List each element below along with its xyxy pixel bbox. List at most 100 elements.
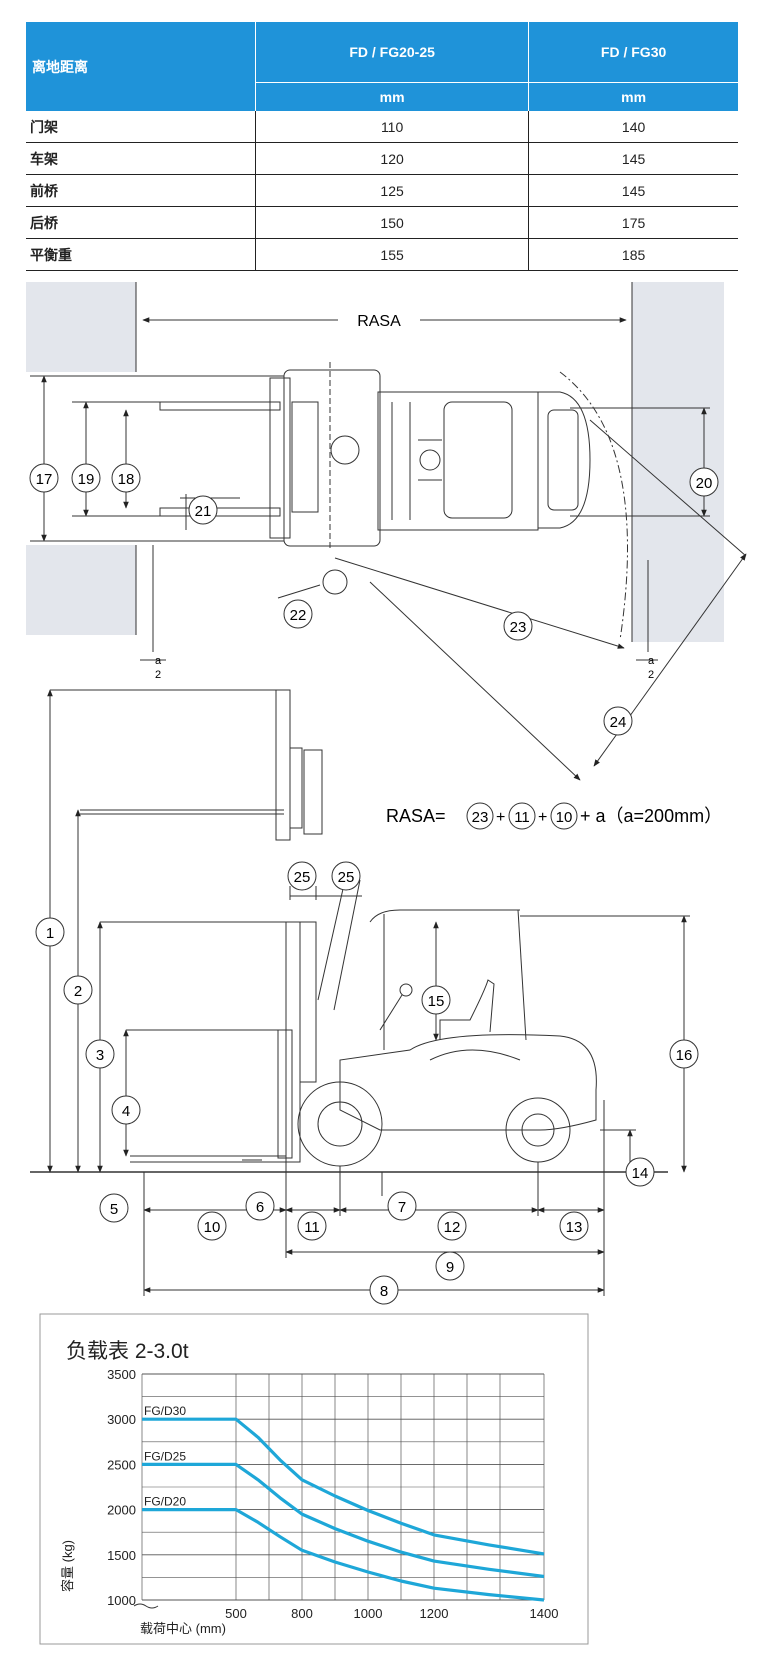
- chart-y-axis-label: 容量 (kg): [60, 1540, 75, 1592]
- y-tick-label: 1500: [107, 1548, 136, 1563]
- model-header-1: FD / FG20-25: [255, 22, 529, 83]
- series-line-fg-d20: [142, 1508, 545, 1602]
- formula-term-10: 10: [556, 809, 573, 826]
- table-row: 车架 120 145: [26, 142, 738, 175]
- ground-clearance-table: 离地距离 FD / FG20-25 FD / FG30 mm mm 门架 110…: [26, 22, 738, 271]
- svg-text:2: 2: [74, 983, 82, 1000]
- unit-header-1: mm: [255, 82, 529, 111]
- row-name: 前桥: [26, 174, 256, 207]
- top-view-drawing: [26, 282, 747, 781]
- svg-text:12: 12: [444, 1219, 461, 1236]
- row-value: 140: [528, 111, 738, 143]
- y-tick-label: 3500: [107, 1367, 136, 1382]
- series-label: FG/D20: [144, 1495, 186, 1509]
- table-row: 后桥 150 175: [26, 206, 738, 239]
- a-half-numerator: a: [155, 655, 162, 667]
- rasa-label: RASA: [357, 313, 401, 330]
- callout-19: 19: [71, 463, 101, 493]
- formula-plus: +: [538, 809, 547, 826]
- callout-9: 9: [435, 1251, 465, 1281]
- callout-2: 2: [63, 975, 93, 1005]
- side-view-drawing: [30, 689, 690, 1296]
- row-value: 155: [255, 238, 529, 271]
- callout-5: 5: [99, 1193, 129, 1223]
- row-name: 平衡重: [26, 238, 256, 271]
- svg-text:25: 25: [294, 869, 311, 886]
- callout-18: 18: [111, 463, 141, 493]
- callout-4: 4: [111, 1095, 141, 1125]
- svg-text:5: 5: [110, 1201, 118, 1218]
- svg-text:10: 10: [204, 1219, 221, 1236]
- callout-7: 7: [387, 1191, 417, 1221]
- svg-text:20: 20: [696, 475, 713, 492]
- x-tick-label: 1000: [354, 1606, 383, 1621]
- row-value: 110: [255, 111, 529, 143]
- callout-3: 3: [85, 1039, 115, 1069]
- series-line-fg-d25: [142, 1462, 545, 1579]
- callout-11: 11: [297, 1211, 327, 1241]
- callout-25a: 25: [287, 861, 317, 891]
- row-value: 185: [528, 238, 738, 271]
- svg-text:11: 11: [304, 1219, 320, 1236]
- svg-text:19: 19: [78, 471, 95, 488]
- a-half-numerator: a: [648, 655, 655, 667]
- svg-text:17: 17: [36, 471, 53, 488]
- svg-text:6: 6: [256, 1199, 264, 1216]
- svg-text:9: 9: [446, 1259, 454, 1276]
- row-name: 门架: [26, 111, 256, 143]
- callout-6: 6: [245, 1191, 275, 1221]
- chart-x-axis-label: 载荷中心 (mm): [140, 1621, 226, 1636]
- row-value: 150: [255, 206, 529, 239]
- svg-text:13: 13: [566, 1219, 583, 1236]
- table-row: 门架 110 140: [26, 111, 738, 143]
- row-value: 145: [528, 142, 738, 175]
- chart-series: [142, 1417, 545, 1602]
- callout-24: 24: [603, 706, 633, 736]
- y-tick-label: 2500: [107, 1457, 136, 1472]
- row-value: 125: [255, 174, 529, 207]
- svg-text:18: 18: [118, 471, 135, 488]
- svg-text:14: 14: [632, 1165, 649, 1182]
- callout-25b: 25: [331, 861, 361, 891]
- callout-1: 1: [35, 917, 65, 947]
- callout-13: 13: [559, 1211, 589, 1241]
- svg-text:25: 25: [338, 869, 355, 886]
- formula-plus: +: [496, 809, 505, 826]
- y-tick-label: 2000: [107, 1503, 136, 1518]
- svg-text:22: 22: [290, 607, 307, 624]
- row-value: 145: [528, 174, 738, 207]
- wall-block: [632, 282, 724, 642]
- x-tick-label: 500: [225, 1606, 247, 1621]
- svg-text:15: 15: [428, 993, 445, 1010]
- unit-header-2: mm: [528, 82, 738, 111]
- callout-8: 8: [369, 1275, 399, 1305]
- svg-text:7: 7: [398, 1199, 406, 1216]
- x-tick-label: 1200: [420, 1606, 449, 1621]
- series-line-fg-d30: [142, 1417, 545, 1556]
- axis-break-mark: [133, 1603, 159, 1609]
- callout-17: 17: [29, 463, 59, 493]
- rasa-formula: RASA= 23 + 11 + 10 + a（a=200mm）: [386, 802, 722, 830]
- y-tick-label: 3000: [107, 1412, 136, 1427]
- svg-text:8: 8: [380, 1283, 388, 1300]
- callout-16: 16: [669, 1039, 699, 1069]
- formula-prefix: RASA=: [386, 806, 446, 826]
- chart-x-ticks: 500 800 1000 1200 1400: [133, 1603, 559, 1621]
- wall-block: [26, 282, 136, 372]
- callout-23: 23: [503, 611, 533, 641]
- row-name: 后桥: [26, 206, 256, 239]
- series-label: FG/D25: [144, 1449, 186, 1463]
- callout-20: 20: [689, 467, 719, 497]
- svg-text:24: 24: [610, 714, 627, 731]
- callout-22: 22: [283, 599, 313, 629]
- callout-21: 21: [188, 495, 218, 525]
- table-row: 前桥 125 145: [26, 174, 738, 207]
- callout-14: 14: [625, 1157, 655, 1187]
- x-tick-label: 1400: [530, 1606, 559, 1621]
- x-tick-label: 800: [291, 1606, 313, 1621]
- row-name: 车架: [26, 142, 256, 175]
